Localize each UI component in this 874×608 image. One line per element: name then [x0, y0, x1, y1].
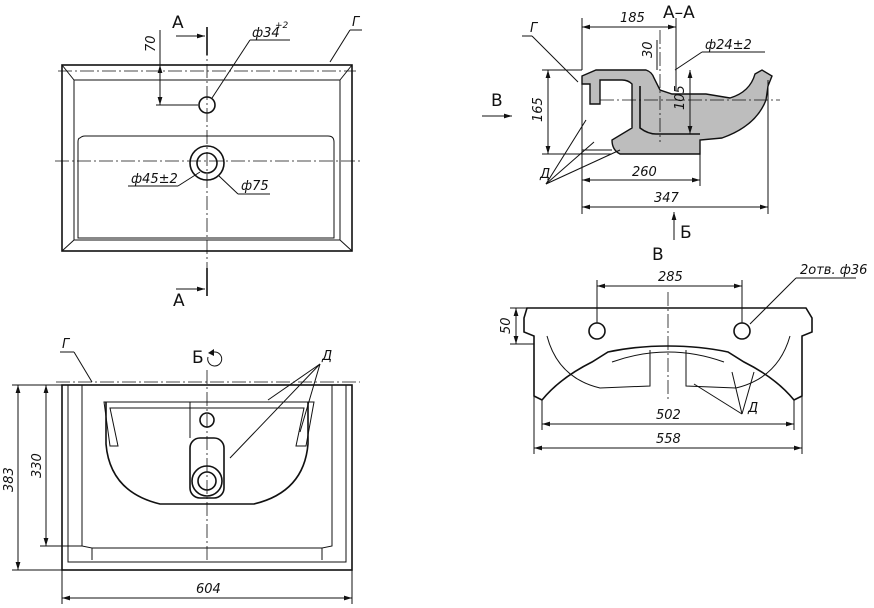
- bottom-surface-mark: Д: [321, 349, 332, 364]
- view-bb-arrow-label: Б: [680, 223, 692, 243]
- top-view: А А 70 ф34 +2 Г ф45±2 ф75: [55, 13, 362, 311]
- rotate-icon: [207, 351, 223, 367]
- front-view-title: В: [652, 245, 664, 265]
- dim-604: 604: [196, 582, 221, 597]
- section-mark-a-top: А: [172, 13, 184, 33]
- section-mark-a-bottom: А: [173, 291, 185, 311]
- front-surface-mark: Д: [747, 401, 758, 416]
- hole-small-tolerance: +2: [275, 21, 289, 31]
- tap-hole: [198, 96, 216, 114]
- dim-347: 347: [654, 191, 680, 206]
- dim-558: 558: [656, 432, 681, 447]
- dim-285: 285: [658, 270, 683, 285]
- dim-330: 330: [30, 453, 45, 478]
- bottom-view: Б Г Д 383 330 604: [2, 337, 360, 604]
- dim-30: 30: [641, 41, 656, 58]
- bottom-view-title: Б: [192, 348, 204, 368]
- drain-inner: [196, 152, 218, 174]
- bottom-edge-mark: Г: [62, 337, 71, 352]
- view-b-arrow-label: В: [491, 91, 503, 111]
- section-title: А–А: [663, 3, 695, 23]
- dim-185: 185: [620, 11, 645, 26]
- front-hole-right: [733, 322, 751, 340]
- hole-drain-outer-label: ф75: [241, 179, 269, 194]
- front-hole-left: [588, 322, 606, 340]
- dim-50: 50: [499, 317, 514, 334]
- section-wall: [581, 69, 773, 155]
- section-hole-label: ф24±2: [705, 38, 752, 53]
- dim-260: 260: [632, 165, 657, 180]
- dim-383: 383: [2, 467, 17, 492]
- dim-105: 105: [673, 85, 688, 110]
- section-view: А–А 185 30 ф24±2 105 165 260 347 В Б: [482, 3, 780, 243]
- hole-drain-label: ф45±2: [131, 172, 178, 187]
- section-surface-mark: Д: [539, 167, 550, 182]
- front-view: В 285 2отв. ф36 50 502 558 Д: [499, 245, 867, 454]
- hole-small-label: ф34: [252, 26, 280, 41]
- section-edge-mark: Г: [530, 21, 539, 36]
- dim-502: 502: [656, 408, 681, 423]
- drain-outer: [189, 145, 225, 181]
- front-holes-label: 2отв. ф36: [800, 263, 867, 278]
- dim-165: 165: [531, 97, 546, 122]
- dim-70: 70: [144, 35, 159, 52]
- bottom-outline: [61, 384, 353, 571]
- edge-mark-top: Г: [352, 15, 361, 30]
- basin-bowl: [77, 135, 335, 239]
